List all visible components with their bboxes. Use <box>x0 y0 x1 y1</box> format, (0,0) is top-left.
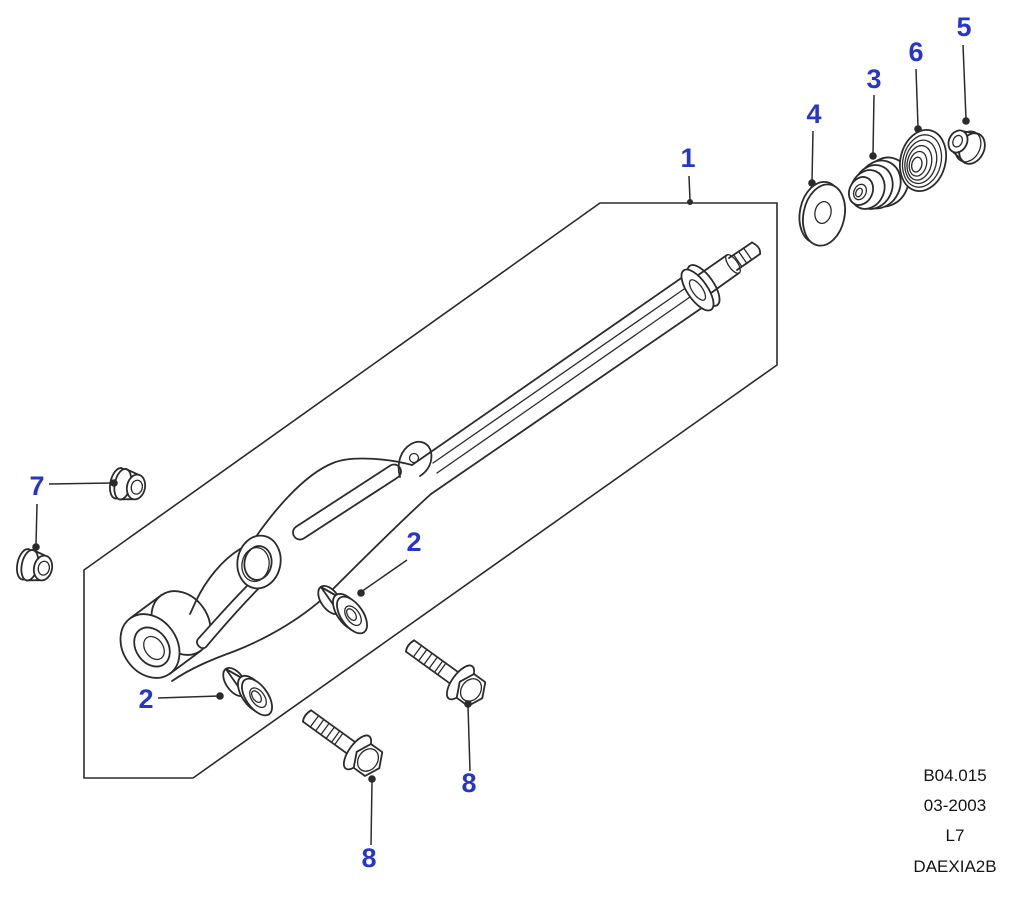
leader-dot-3 <box>869 152 877 160</box>
callout-4[interactable]: 4 <box>806 99 821 129</box>
leader-line-7-down <box>35 503 38 546</box>
leader-line-5 <box>962 44 967 120</box>
bushing-rear-drawing[interactable] <box>217 662 279 722</box>
reference-drawing-id: DAEXIA2B <box>913 857 996 876</box>
callout-7[interactable]: 7 <box>29 471 44 501</box>
radius-arm-drawing[interactable] <box>108 241 761 690</box>
leader-dot-8b <box>464 700 472 708</box>
leader-dot-2a <box>357 589 365 597</box>
leader-dot-8a <box>368 775 376 783</box>
flange-bolt-left-drawing[interactable] <box>302 709 384 777</box>
leader-dot-7-right <box>110 479 118 487</box>
reference-block: B04.015 03-2003 L7 DAEXIA2B <box>913 766 996 876</box>
reference-catalog-code: B04.015 <box>923 766 986 785</box>
reference-sheet: L7 <box>946 826 965 845</box>
flange-bolt-right-drawing[interactable] <box>405 639 487 707</box>
reference-date: 03-2003 <box>924 796 986 815</box>
callout-8b[interactable]: 8 <box>461 768 476 798</box>
leader-line-2a <box>360 559 408 593</box>
callout-8a[interactable]: 8 <box>361 843 376 873</box>
leader-line-6 <box>915 68 919 128</box>
callout-6[interactable]: 6 <box>908 37 923 67</box>
leader-dot-7-down <box>32 543 40 551</box>
callout-1[interactable]: 1 <box>680 143 695 173</box>
leader-line-4 <box>811 130 814 182</box>
leader-line-7-right <box>48 482 113 485</box>
callout-2a[interactable]: 2 <box>406 527 421 557</box>
callout-5[interactable]: 5 <box>956 12 971 42</box>
leader-lines <box>32 44 970 846</box>
leader-line-3 <box>872 94 875 155</box>
leader-dot-2b <box>216 692 224 700</box>
leader-line-8a <box>370 780 373 846</box>
callout-2b[interactable]: 2 <box>138 684 153 714</box>
leader-dot-5 <box>962 117 970 125</box>
nut-drawing[interactable] <box>945 127 990 168</box>
washer-drawing[interactable] <box>794 178 850 250</box>
flange-nut-lower-drawing[interactable] <box>13 546 56 583</box>
leader-line-1 <box>688 175 691 201</box>
leader-dot-4 <box>808 179 816 187</box>
leader-line-8b <box>467 705 471 772</box>
part-outline-box <box>83 202 778 779</box>
leader-line-2b <box>157 695 220 699</box>
ribbed-bushing-drawing[interactable] <box>844 150 916 216</box>
leader-dot-1 <box>687 199 693 205</box>
leader-dot-6 <box>914 125 922 133</box>
grooved-washer-drawing[interactable] <box>894 125 953 196</box>
callout-3[interactable]: 3 <box>866 64 881 94</box>
